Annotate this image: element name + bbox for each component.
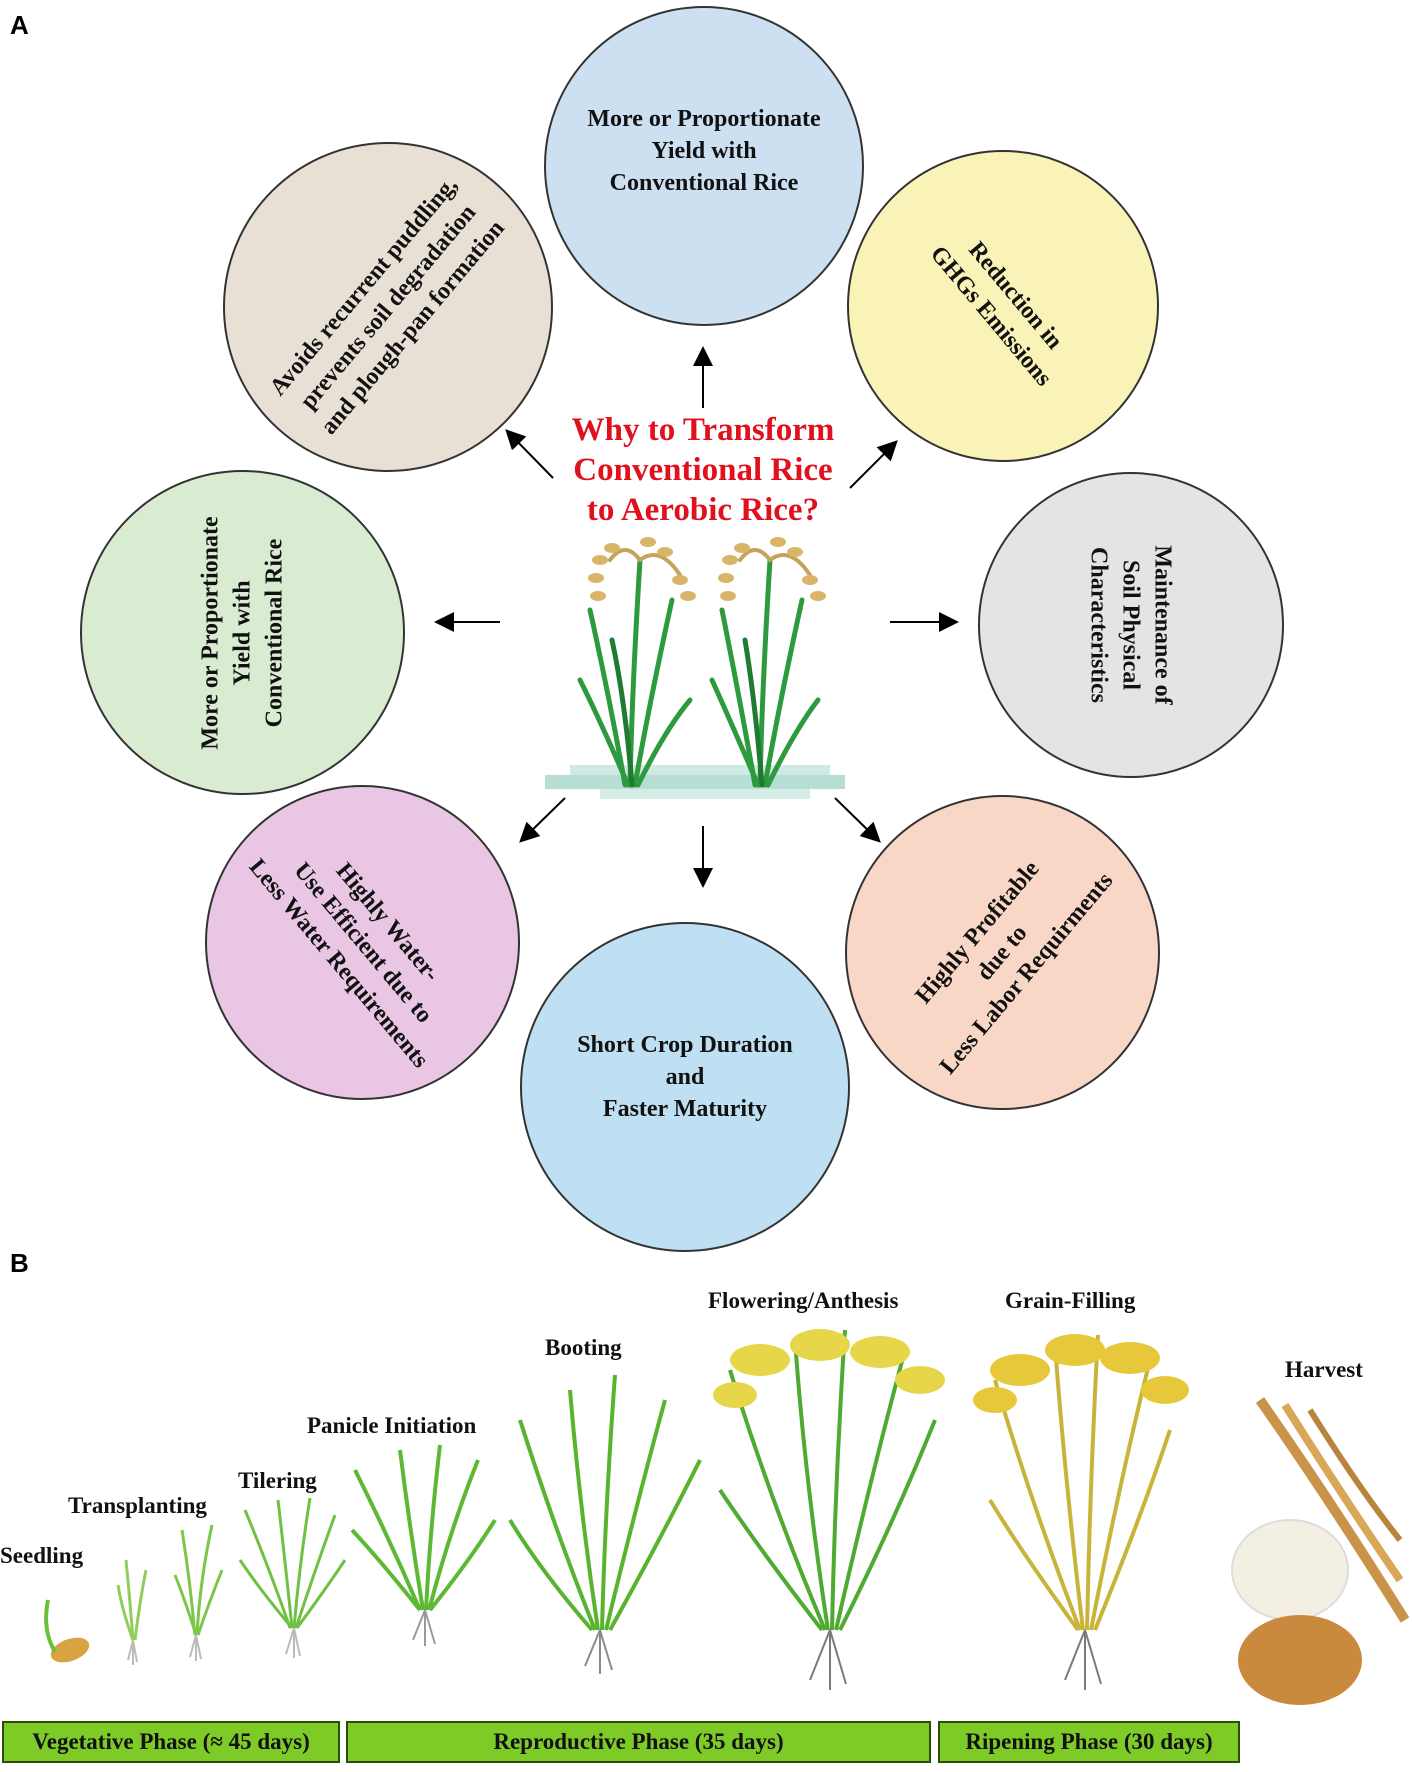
stage-label-booting: Booting — [545, 1335, 622, 1360]
young-plant — [173, 1524, 224, 1661]
booting-plant — [508, 1374, 702, 1674]
center-title-line: to Aerobic Rice? — [586, 492, 820, 528]
stage-label-seedling: Seedling — [0, 1543, 84, 1568]
rice-plant-left — [577, 548, 693, 788]
circle-text-line: Faster Maturity — [602, 1096, 768, 1122]
seedling-plant — [44, 1599, 90, 1663]
arrows-layer — [434, 346, 959, 888]
circle-text-line: and — [665, 1064, 705, 1090]
circle-yield-top: More or Proportionate Yield with Convent… — [544, 6, 864, 326]
phase-ripening: Ripening Phase (30 days) — [938, 1721, 1240, 1763]
arrow-top-left — [505, 429, 554, 479]
circle-short-duration: Short Crop Duration and Faster Maturity — [520, 922, 850, 1252]
panicle-initiation-plant — [350, 1444, 497, 1646]
panel-b-label: B — [10, 1248, 29, 1278]
circle-soil-physical: Maintenance of Soil Physical Characteris… — [978, 472, 1284, 778]
center-title-line: Why to Transform — [571, 412, 835, 448]
panel-a-label: A — [10, 10, 29, 40]
circle-water-efficient: Highly Water- Use Efficient due to Less … — [205, 785, 520, 1100]
grain-filling-panicles — [973, 1334, 1189, 1413]
circle-profitable: Highly Profitable due to Less Labor Requ… — [845, 795, 1160, 1110]
rice-plant-right — [709, 548, 821, 788]
stage-label-tilering: Tilering — [238, 1468, 317, 1493]
transplanting-plant — [116, 1559, 148, 1665]
phase-vegetative: Vegetative Phase (≈ 45 days) — [2, 1721, 340, 1763]
tillering-plant — [238, 1497, 347, 1658]
center-title-line: Conventional Rice — [573, 452, 833, 488]
circle-text-line: Conventional Rice — [609, 170, 799, 196]
stage-label-harvest: Harvest — [1285, 1357, 1363, 1382]
circle-ghg-reduction: Reduction in GHGs Emissions — [847, 150, 1159, 462]
rice-grains-left — [588, 537, 696, 601]
arrow-top-right — [849, 440, 898, 489]
stage-label-grain-filling: Grain-Filling — [1005, 1288, 1136, 1313]
rice-grains-right — [718, 537, 826, 601]
circle-text-line: More or Proportionate — [587, 106, 821, 132]
circle-text-line: Yield with — [651, 138, 757, 164]
center-title: Why to Transform Conventional Rice to Ae… — [530, 410, 876, 530]
phase-reproductive: Reproductive Phase (35 days) — [346, 1721, 931, 1763]
arrow-bottom-left — [519, 797, 566, 843]
arrow-bottom-right — [834, 797, 881, 843]
rice-plants-illustration — [545, 537, 845, 799]
flowering-plant — [718, 1329, 937, 1690]
harvest-grains — [1231, 1397, 1410, 1705]
circle-avoids-puddling: Avoids recurrent puddling, prevents soil… — [223, 142, 553, 472]
circle-text-line: Short Crop Duration — [577, 1032, 793, 1058]
flowering-panicles — [713, 1329, 945, 1408]
stage-label-flowering: Flowering/Anthesis — [708, 1288, 899, 1313]
stage-label-transplanting: Transplanting — [68, 1493, 207, 1518]
circle-yield-left: More or Proportionate Yield with Convent… — [80, 470, 405, 795]
stage-label-panicle-initiation: Panicle Initiation — [307, 1413, 477, 1438]
